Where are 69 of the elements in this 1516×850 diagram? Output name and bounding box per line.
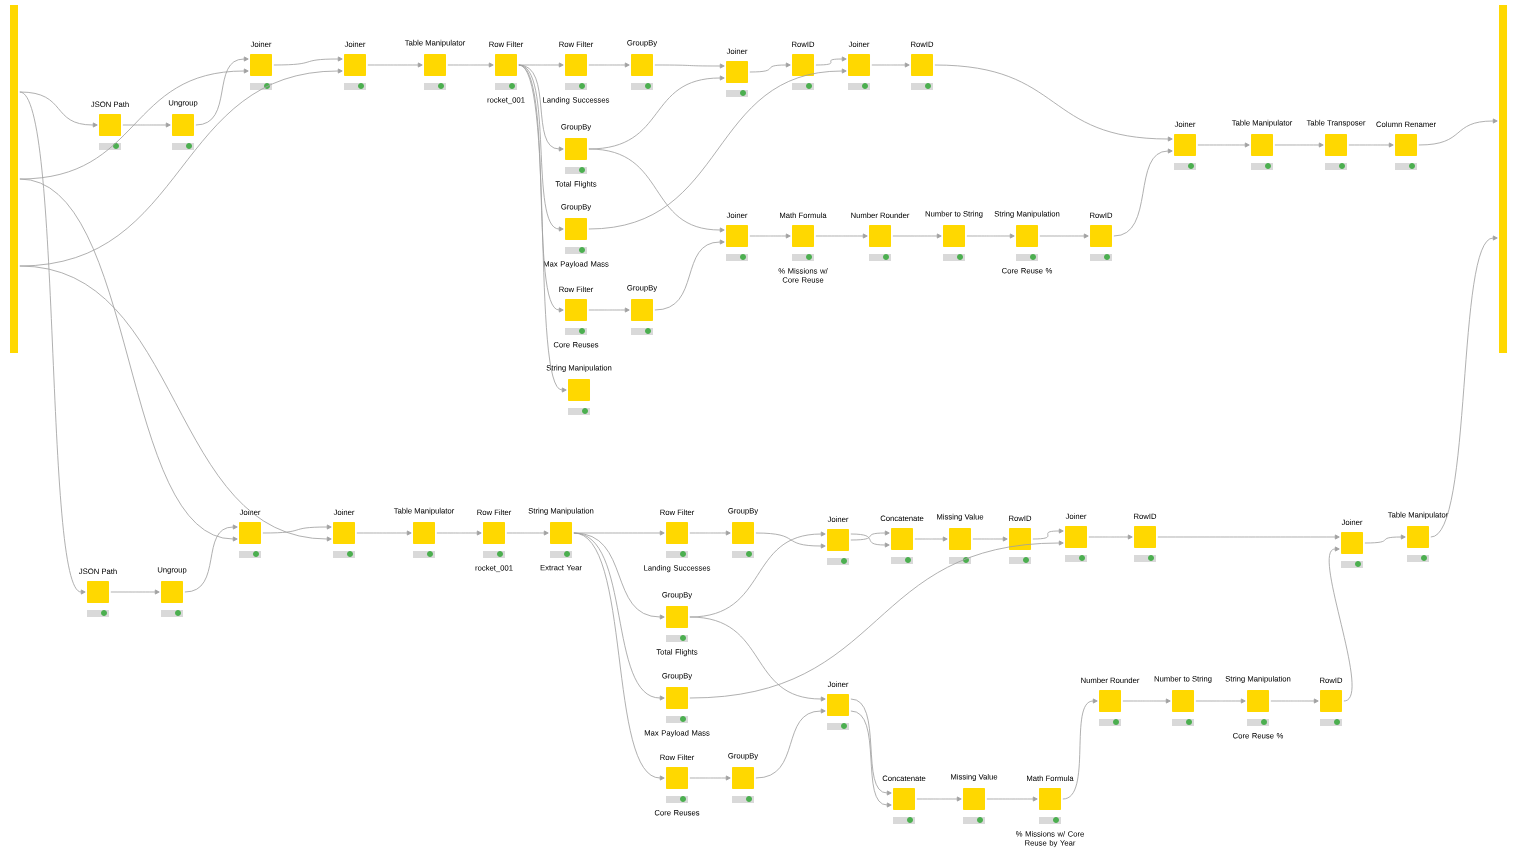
port-bar xyxy=(1499,5,1507,353)
connector xyxy=(934,64,1173,142)
connector xyxy=(689,775,731,781)
connector xyxy=(755,708,826,779)
port-bar xyxy=(10,5,18,353)
connector xyxy=(518,64,564,313)
connector xyxy=(588,62,630,68)
connector xyxy=(19,91,98,128)
connector xyxy=(689,530,731,536)
connector xyxy=(262,524,332,534)
connector xyxy=(892,233,942,239)
connector xyxy=(506,530,549,536)
connector xyxy=(356,530,412,536)
connector xyxy=(1328,546,1353,702)
connector xyxy=(1157,534,1340,540)
connector xyxy=(122,122,171,128)
connector xyxy=(518,62,564,68)
connector xyxy=(588,68,847,230)
connector xyxy=(588,148,725,233)
connector xyxy=(195,56,249,126)
connector xyxy=(749,62,791,73)
connector xyxy=(588,307,630,313)
connector xyxy=(19,178,238,542)
connector xyxy=(573,532,665,701)
connector xyxy=(19,91,86,595)
connector xyxy=(518,64,564,152)
connector xyxy=(19,68,249,180)
connector xyxy=(1270,698,1319,704)
connector xyxy=(110,589,160,595)
connector xyxy=(1364,534,1406,544)
connector xyxy=(184,524,238,593)
connector xyxy=(1274,142,1324,148)
connector xyxy=(986,796,1038,802)
connector xyxy=(447,62,494,68)
connector xyxy=(755,532,826,549)
connector xyxy=(273,56,343,66)
connector xyxy=(1088,534,1133,540)
connector xyxy=(850,698,892,796)
connector xyxy=(871,62,910,68)
connector xyxy=(654,239,725,311)
connector xyxy=(1062,698,1098,800)
connector xyxy=(689,540,1064,699)
connector xyxy=(1032,528,1064,540)
connector xyxy=(654,63,725,69)
connector xyxy=(972,536,1008,542)
connector xyxy=(1197,142,1250,148)
connector xyxy=(573,532,665,781)
connector xyxy=(850,710,892,808)
connector xyxy=(966,233,1015,239)
connector xyxy=(436,530,482,536)
connector xyxy=(916,796,962,802)
connector xyxy=(518,64,567,393)
connector xyxy=(1348,142,1394,148)
connector xyxy=(749,233,791,239)
connector xyxy=(914,536,948,542)
connector xyxy=(1418,118,1498,146)
connector xyxy=(689,616,826,702)
connector xyxy=(815,233,868,239)
connector xyxy=(850,530,890,541)
connector xyxy=(367,62,423,68)
connector xyxy=(1039,233,1089,239)
connector xyxy=(19,265,332,542)
connector xyxy=(573,532,665,620)
connector xyxy=(1430,235,1498,538)
connector xyxy=(1195,698,1246,704)
connector xyxy=(1122,698,1171,704)
connector xyxy=(850,533,890,548)
connector xyxy=(815,56,847,66)
connector xyxy=(1113,148,1173,237)
